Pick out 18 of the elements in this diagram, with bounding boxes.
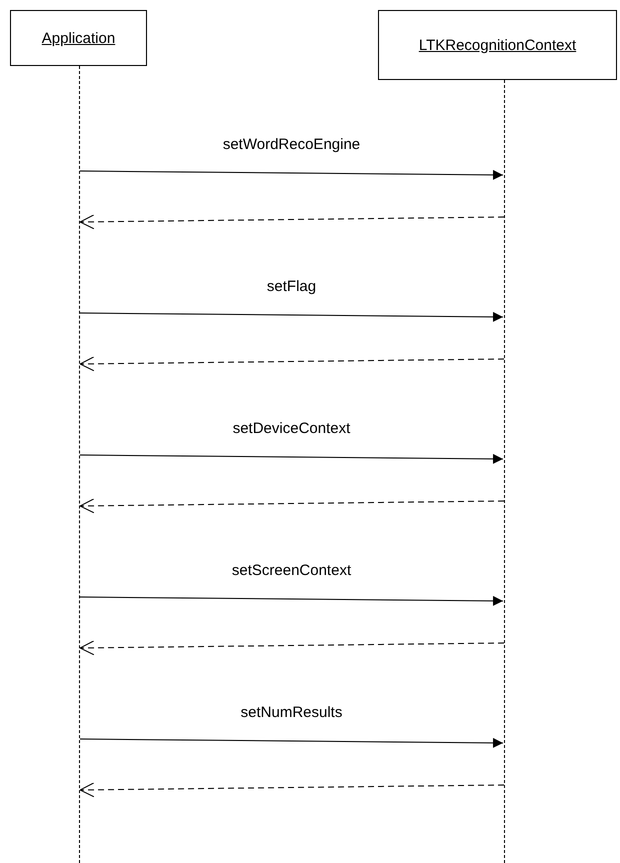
return-arrow [80, 214, 504, 230]
participant-box [378, 10, 617, 80]
message-arrow [80, 596, 504, 606]
participant-name: LTKRecognitionContext [418, 36, 576, 54]
message-arrow [80, 454, 504, 464]
edge-label: setFlag [264, 278, 318, 295]
message-arrow [80, 312, 504, 322]
participant-name: Application [42, 30, 116, 46]
participant-box [10, 10, 147, 66]
lifeline [504, 80, 505, 863]
return-arrow [80, 782, 504, 798]
return-arrow [80, 356, 504, 372]
edge-label: setWordRecoEngine [220, 136, 362, 153]
message-arrow [80, 170, 504, 180]
return-arrow [80, 498, 504, 514]
lifeline [79, 66, 80, 863]
return-arrow [80, 640, 504, 656]
message-arrow [80, 738, 504, 748]
